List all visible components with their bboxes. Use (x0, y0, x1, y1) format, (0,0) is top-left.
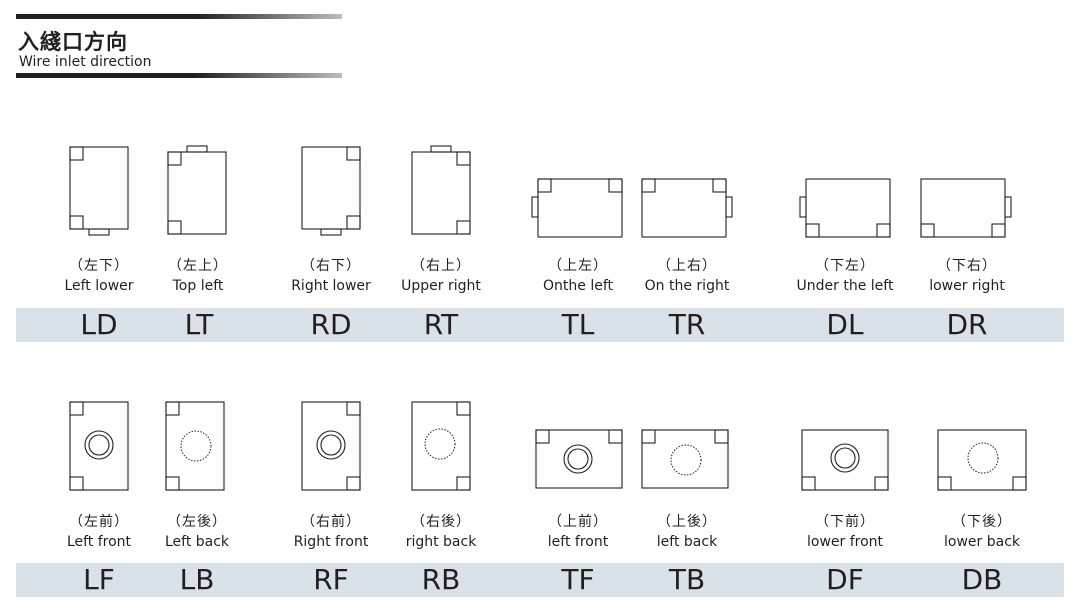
label-cn: （下前） (815, 514, 875, 530)
label-en: Right lower (291, 278, 371, 294)
label-en: right back (405, 534, 477, 550)
diagram-tr (641, 178, 733, 238)
label-db: （下後） lower back (912, 512, 1052, 552)
code-db: DB (961, 563, 1003, 596)
title-english: Wire inlet direction (19, 54, 152, 70)
diagram-dl (799, 178, 891, 238)
label-df: （下前） lower front (775, 512, 915, 552)
diagram-rb (411, 401, 471, 491)
label-lf: （左前） Left front (29, 512, 169, 552)
code-lb: LB (179, 563, 215, 596)
label-en: Left front (66, 534, 132, 550)
diagram-db (937, 429, 1027, 491)
diagram-tf (535, 429, 623, 489)
label-cn: （上左） (548, 258, 608, 274)
diagram-lb (165, 401, 225, 491)
code-tl: TL (561, 308, 595, 341)
code-tr: TR (668, 308, 706, 341)
label-en: Left back (164, 534, 230, 550)
code-band-row1: LD LT RD RT TL TR DL DR (16, 308, 1064, 342)
diagram-rt (411, 145, 471, 235)
label-cn: （上右） (657, 258, 717, 274)
label-en: left front (547, 534, 609, 550)
diagram-lf (69, 401, 129, 491)
label-en: On the right (644, 278, 730, 294)
diagram-ld (69, 146, 129, 236)
label-cn: （左下） (69, 258, 129, 274)
label-cn: （左上） (168, 258, 228, 274)
label-rf: （右前） Right front (261, 512, 401, 552)
label-rt: （右上） Upper right (371, 256, 511, 296)
label-lt: （左上） Top left (128, 256, 268, 296)
label-en: Top left (172, 278, 224, 294)
label-cn: （下左） (815, 258, 875, 274)
code-dr: DR (946, 308, 988, 341)
label-en: lower front (806, 534, 884, 550)
diagram-dr (920, 178, 1012, 238)
label-tf: （上前） left front (508, 512, 648, 552)
label-cn: （右後） (411, 514, 471, 530)
label-dr: （下右） lower right (897, 256, 1037, 296)
label-en: lower right (929, 278, 1005, 294)
code-lt: LT (184, 308, 214, 341)
header-bar-top (16, 14, 342, 19)
label-cn: （右上） (411, 258, 471, 274)
label-tl: （上左） Onthe left (508, 256, 648, 296)
label-cn: （下右） (937, 258, 997, 274)
label-cn: （右前） (301, 514, 361, 530)
diagram-tb (641, 429, 729, 489)
label-lb: （左後） Left back (127, 512, 267, 552)
label-tr: （上右） On the right (617, 256, 757, 296)
code-lf: LF (83, 563, 115, 596)
label-cn: （上後） (657, 514, 717, 530)
label-rb: （右後） right back (371, 512, 511, 552)
diagram-lt (167, 145, 227, 235)
label-en: left back (656, 534, 718, 550)
header-bar-bottom (16, 73, 342, 78)
code-tf: TF (561, 563, 595, 596)
label-en: Onthe left (543, 278, 613, 294)
code-rd: RD (310, 308, 352, 341)
code-rb: RB (421, 563, 461, 596)
code-ld: LD (80, 308, 118, 341)
diagram-tl (531, 178, 623, 238)
code-dl: DL (826, 308, 864, 341)
code-rt: RT (423, 308, 459, 341)
label-cn: （上前） (548, 514, 608, 530)
code-df: DF (826, 563, 864, 596)
label-cn: （左前） (69, 514, 129, 530)
label-en: lower back (944, 534, 1020, 550)
code-band-row2: LF LB RF RB TF TB DF DB (16, 563, 1064, 597)
diagram-df (801, 429, 889, 491)
label-cn: （右下） (301, 258, 361, 274)
title-chinese: 入綫口方向 (18, 30, 128, 54)
label-dl: （下左） Under the left (775, 256, 915, 296)
label-rd: （右下） Right lower (261, 256, 401, 296)
label-ld: （左下） Left lower (29, 256, 169, 296)
code-rf: RF (313, 563, 349, 596)
label-cn: （下後） (952, 514, 1012, 530)
diagram-rd (301, 146, 361, 236)
label-en: Right front (293, 534, 369, 550)
label-en: Left lower (64, 278, 134, 294)
code-tb: TB (668, 563, 706, 596)
diagram-rf (301, 401, 361, 491)
label-en: Upper right (401, 278, 481, 294)
label-en: Under the left (796, 278, 894, 294)
label-tb: （上後） left back (617, 512, 757, 552)
label-cn: （左後） (167, 514, 227, 530)
